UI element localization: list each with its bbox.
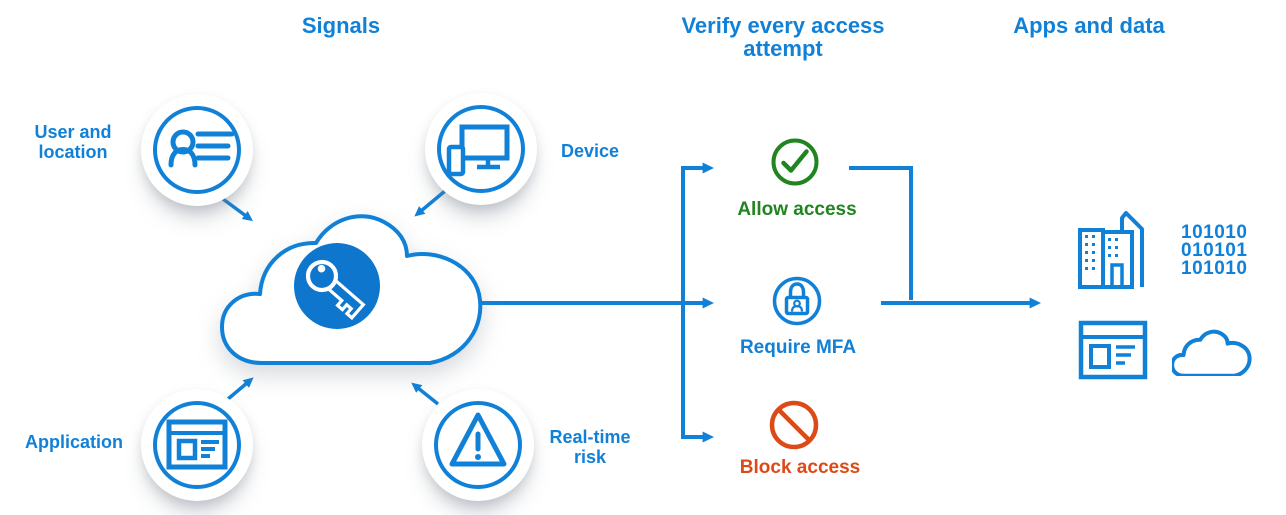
block-access-label: Block access <box>739 457 861 478</box>
signals-cloud <box>200 190 500 380</box>
user-contact-icon <box>168 129 235 168</box>
signal-node-application <box>141 389 253 501</box>
lock-user-icon <box>772 276 822 326</box>
key-circle <box>294 243 380 329</box>
risk-label: Real-time risk <box>549 427 631 468</box>
block-icon <box>769 400 819 450</box>
key-icon <box>305 259 366 321</box>
application-window-icon <box>166 419 228 470</box>
user-location-label: User and location <box>34 122 112 163</box>
allow-elbow-line <box>849 166 913 300</box>
signals-header: Signals <box>301 13 381 38</box>
apps-and-data-header: Apps and data <box>1013 13 1165 38</box>
device-label: Device <box>561 141 620 161</box>
binary-code: 101010 010101 101010 <box>1181 222 1248 279</box>
arrow-application-to-cloud <box>226 377 254 401</box>
allow-access-label: Allow access <box>737 199 857 220</box>
arrow-risk-to-cloud <box>411 382 440 406</box>
signal-node-risk <box>422 389 534 501</box>
cloud-icon <box>1172 331 1251 376</box>
signal-node-device <box>425 93 537 205</box>
require-mfa-label: Require MFA <box>739 337 857 358</box>
app-window-icon <box>1078 320 1148 380</box>
verify-header: Verify every access attempt <box>681 13 885 62</box>
building-icon <box>1078 211 1144 289</box>
binary-line: 101010 <box>1181 258 1248 279</box>
binary-line: 101010 <box>1181 222 1248 243</box>
warning-triangle-icon <box>449 412 507 467</box>
device-icon <box>446 124 510 177</box>
binary-line: 010101 <box>1181 240 1248 261</box>
check-circle-icon <box>771 138 819 186</box>
arrow-user-to-cloud <box>221 197 253 222</box>
signal-node-user-location <box>141 94 253 206</box>
arrow-device-to-cloud <box>414 189 447 217</box>
application-label: Application <box>25 432 123 452</box>
